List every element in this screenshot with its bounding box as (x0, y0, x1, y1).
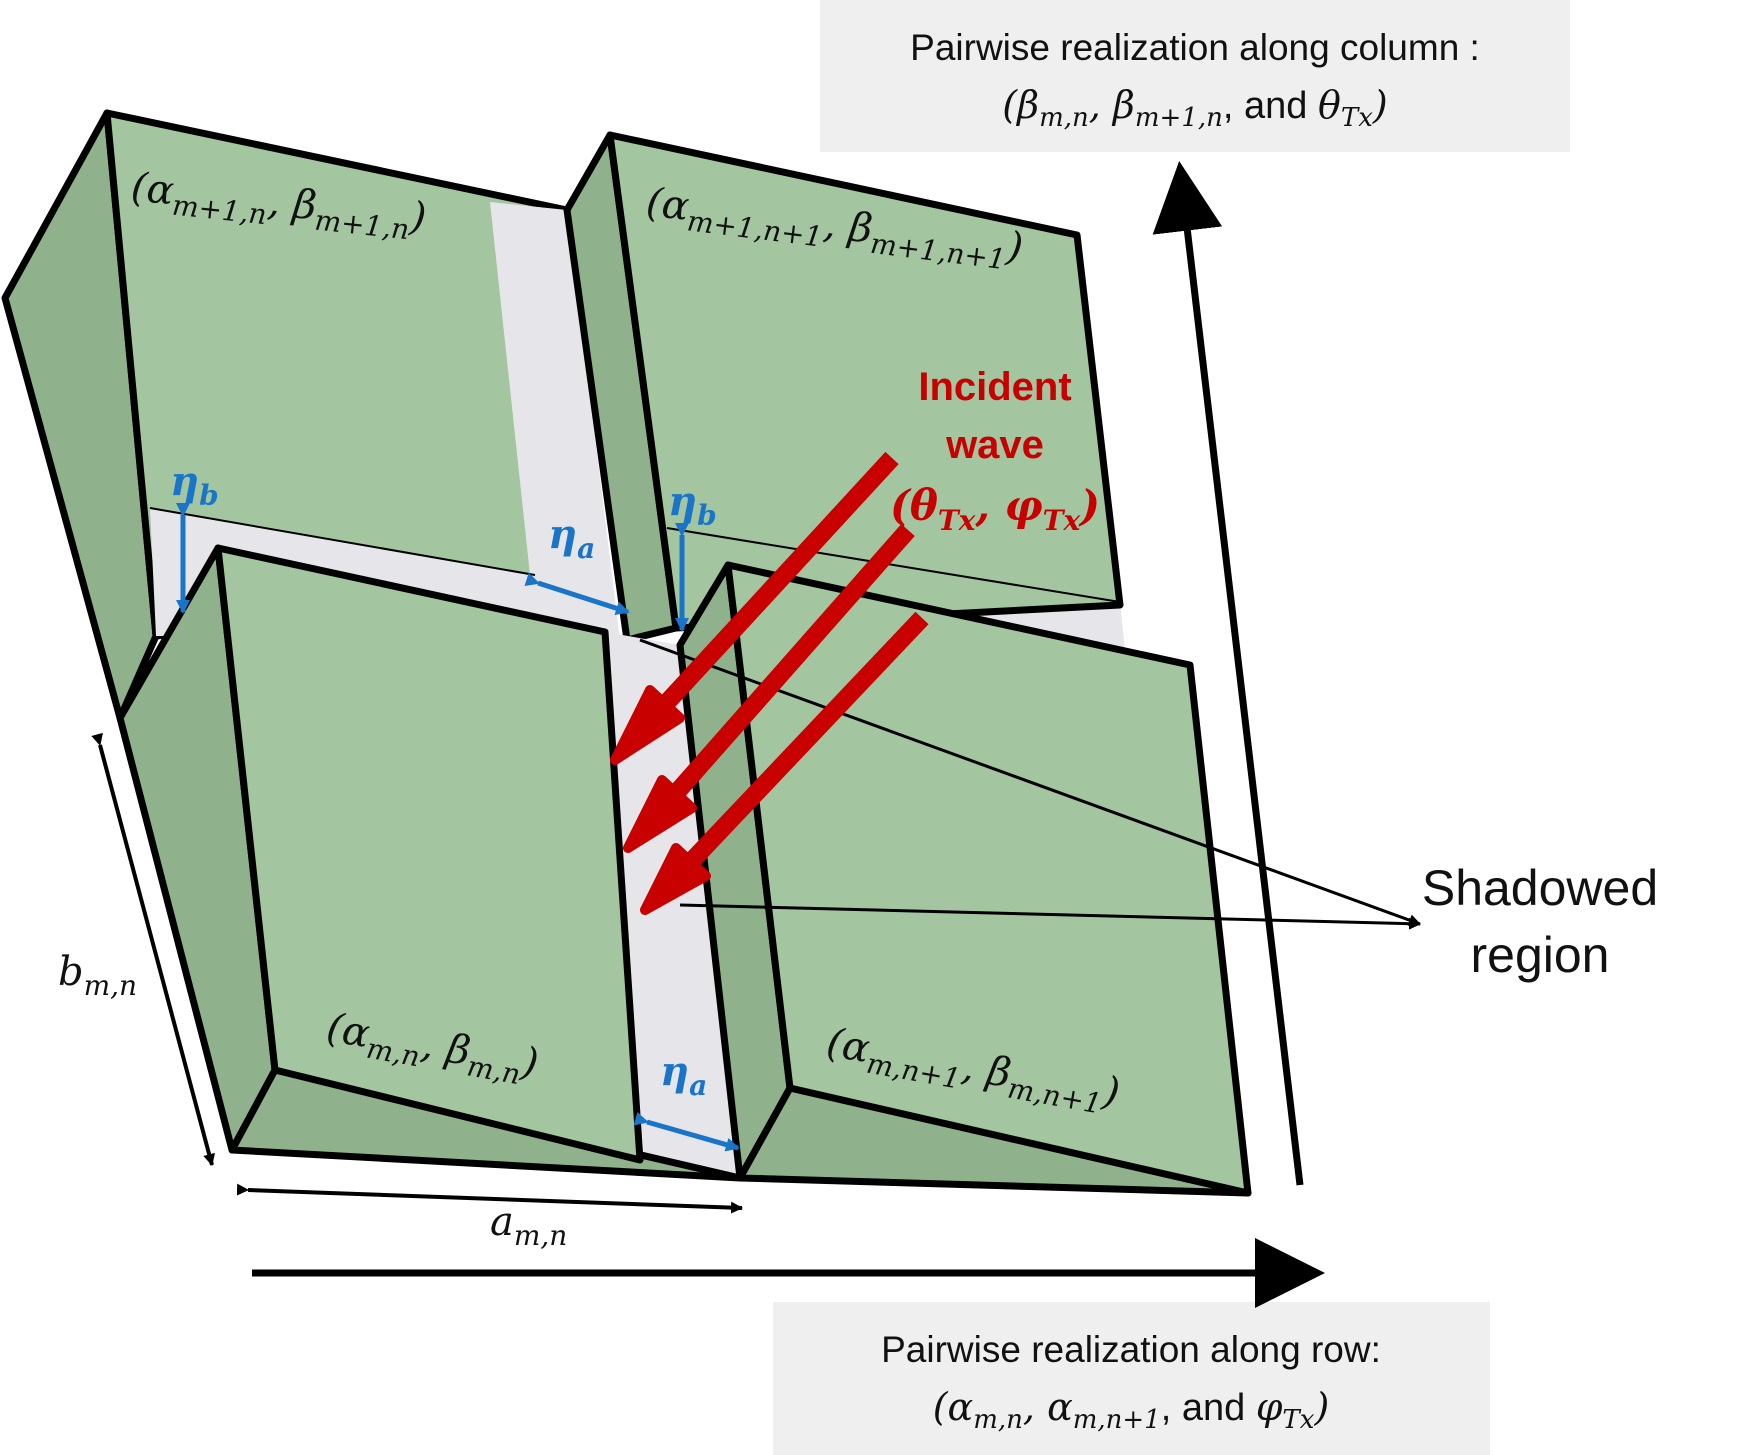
dimension-a-arrow (236, 1183, 743, 1214)
eta-a-bottom-arrow (633, 1111, 740, 1152)
label-bottom-right: (αm,n+1, βm,n+1) (822, 1020, 1123, 1124)
eta-a-top-label: ηa (548, 511, 595, 565)
element-top-right (563, 131, 1124, 644)
element-top-left (1, 109, 571, 722)
dimension-b-arrow (91, 732, 215, 1166)
element-bottom-right-face (724, 561, 1252, 1197)
dimension-b-label: bm,n (58, 949, 137, 1002)
incident-arrow-2 (663, 524, 915, 806)
row-caption-bg (773, 1302, 1490, 1455)
eta-b-left-label: ηb (170, 458, 219, 512)
shadow-label-line1: Shadowed (1422, 860, 1658, 916)
top-right-gap-edge (666, 527, 1121, 603)
column-caption-bg (820, 0, 1570, 152)
gap-bottom-vertical (605, 632, 740, 1178)
column-caption-line1: Pairwise realization along column : (910, 27, 1480, 68)
gap-top-vertical (490, 202, 620, 640)
incident-label-line1: Incident (918, 365, 1071, 409)
column-direction-arrow (1152, 161, 1304, 1186)
row-caption-box: Pairwise realization along row: (αm,n, α… (773, 1302, 1490, 1455)
element-bottom-left (116, 544, 744, 1182)
eta-a-top-arrow (524, 572, 630, 615)
row-caption-line2: (αm,n, αm,n+1, and φTx) (933, 1385, 1330, 1435)
incident-label-line2: wave (945, 423, 1044, 467)
shadow-label-line2: region (1471, 927, 1610, 983)
dimension-a-label: am,n (490, 1199, 567, 1252)
incident-arrow-2-head (623, 775, 697, 853)
top-left-gap-edge (149, 507, 536, 576)
element-bottom-left-face (214, 544, 644, 1164)
label-bottom-left: (αm,n, βm,n) (322, 1005, 542, 1094)
incident-arrow-3 (678, 611, 929, 875)
shadow-pointer-lower (679, 903, 1421, 930)
incident-wave-arrows (610, 451, 929, 915)
element-bottom-right (676, 561, 1252, 1197)
row-caption-line1: Pairwise realization along row: (881, 1329, 1381, 1370)
column-caption-line2: (βm,n, βm+1,n, and θTx) (1002, 83, 1387, 133)
eta-a-bottom-label: ηa (660, 1048, 707, 1102)
incident-arrow-1-head (610, 685, 685, 765)
incident-label-line3: (θTx, φTx) (890, 481, 1100, 537)
column-caption-box: Pairwise realization along column : (βm,… (820, 0, 1570, 152)
incident-arrow-3-head (640, 843, 711, 915)
element-top-right-face (606, 131, 1124, 632)
incident-arrow-1 (653, 451, 899, 717)
eta-b-right-label: ηb (668, 478, 717, 532)
